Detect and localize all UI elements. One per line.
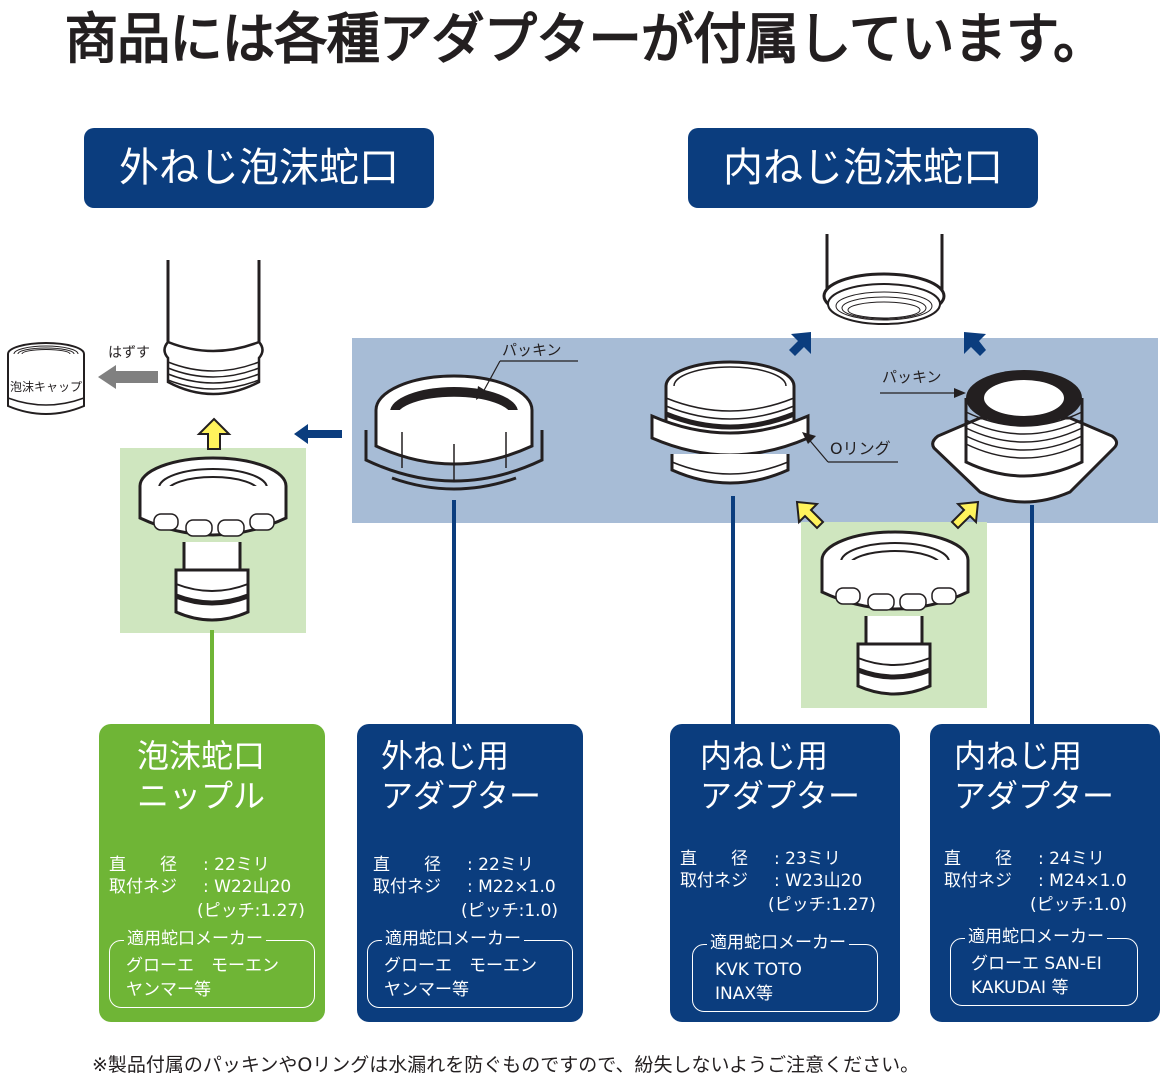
inner-faucet-illustration bbox=[822, 234, 946, 325]
connector-inner-adapter-24 bbox=[1030, 505, 1034, 726]
card-title-line2: アダプター bbox=[954, 777, 1115, 815]
diameter-value: : 22ミリ bbox=[467, 855, 534, 875]
card-title-line1: 内ねじ用 bbox=[954, 737, 1083, 775]
card-title-line1: 泡沫蛇口 bbox=[137, 737, 266, 775]
diameter-label: 直 径 bbox=[109, 855, 177, 875]
makers-label: 適用蛇口メーカー bbox=[382, 928, 524, 950]
makers-box: 適用蛇口メーカー KVK TOTO INAX等 bbox=[692, 932, 878, 1012]
outer-faucet-illustration bbox=[163, 260, 264, 396]
page-title: 商品には各種アダプターが付属しています。 bbox=[64, 7, 1107, 71]
diameter-row: 直 径 : 24ミリ bbox=[944, 848, 1105, 870]
arrow-up-right-icon bbox=[789, 332, 811, 356]
pitch-value: (ピッチ:1.27) bbox=[768, 895, 876, 915]
diameter-label: 直 径 bbox=[373, 855, 441, 875]
spec-card-inner-adapter-24: 内ねじ用 アダプター 直 径 : 24ミリ 取付ネジ : M24×1.0 (ピッチ:… bbox=[930, 724, 1160, 1022]
packing-pointer-inner bbox=[880, 388, 966, 398]
makers-line2: ヤンマー等 bbox=[126, 980, 211, 1000]
thread-value: : W22山20 bbox=[203, 877, 292, 897]
pitch-value: (ピッチ:1.0) bbox=[1030, 895, 1128, 915]
makers-line1: グローエ モーエン bbox=[384, 956, 537, 976]
inner-thread-adapter-23-illustration bbox=[650, 360, 810, 485]
makers-label: 適用蛇口メーカー bbox=[965, 926, 1107, 948]
thread-value: : M22×1.0 bbox=[467, 877, 556, 897]
makers-line1: グローエ SAN-EI bbox=[971, 954, 1102, 974]
thread-label: 取付ネジ bbox=[680, 871, 748, 891]
makers-box: 適用蛇口メーカー グローエ SAN-EI KAKUDAI 等 bbox=[950, 926, 1138, 1006]
remove-arrow-icon bbox=[98, 365, 158, 389]
makers-line2: INAX等 bbox=[715, 984, 774, 1004]
packing-label-inner: パッキン bbox=[882, 368, 942, 386]
card-title-line2: アダプター bbox=[700, 777, 861, 815]
inner-thread-adapter-24-illustration bbox=[931, 370, 1119, 504]
diameter-row: 直 径 : 23ミリ bbox=[680, 848, 841, 870]
card-title-line1: 外ねじ用 bbox=[381, 737, 510, 775]
makers-label: 適用蛇口メーカー bbox=[124, 928, 266, 950]
spec-card-outer-adapter: 外ねじ用 アダプター 直 径 : 22ミリ 取付ネジ : M22×1.0 (ピッチ:… bbox=[357, 724, 583, 1022]
connector-outer-adapter bbox=[452, 500, 456, 726]
o-ring-label: Oリング bbox=[830, 439, 891, 458]
spec-card-inner-adapter-23: 内ねじ用 アダプター 直 径 : 23ミリ 取付ネジ : W23山20 (ピッチ:1… bbox=[670, 724, 900, 1022]
diameter-value: : 22ミリ bbox=[203, 855, 270, 875]
thread-value: : M24×1.0 bbox=[1038, 871, 1127, 891]
diameter-row: 直 径 : 22ミリ bbox=[109, 854, 270, 876]
makers-label: 適用蛇口メーカー bbox=[707, 932, 849, 954]
card-title-line2: ニップル bbox=[137, 777, 266, 815]
thread-row: 取付ネジ : W23山20 bbox=[680, 870, 862, 892]
nipple-illustration bbox=[138, 456, 288, 622]
diameter-row: 直 径 : 22ミリ bbox=[373, 854, 534, 876]
category-outer-thread-faucet: 外ねじ泡沫蛇口 bbox=[84, 128, 434, 208]
foam-cap-illustration bbox=[7, 342, 85, 415]
diameter-label: 直 径 bbox=[680, 849, 748, 869]
pitch-value: (ピッチ:1.0) bbox=[461, 901, 559, 921]
connector-nipple bbox=[210, 630, 214, 726]
foam-cap-label: 泡沫キャップ bbox=[10, 380, 83, 394]
makers-line2: KAKUDAI 等 bbox=[971, 978, 1069, 998]
card-title-line1: 内ねじ用 bbox=[700, 737, 829, 775]
packing-pointer-outer bbox=[476, 360, 578, 400]
arrow-up-left-icon bbox=[964, 332, 986, 356]
makers-box: 適用蛇口メーカー グローエ モーエン ヤンマー等 bbox=[367, 928, 573, 1008]
pitch-value: (ピッチ:1.27) bbox=[197, 901, 305, 921]
insert-arrow-up-right-icon bbox=[950, 500, 980, 530]
diameter-value: : 24ミリ bbox=[1038, 849, 1105, 869]
spec-card-nipple: 泡沫蛇口 ニップル 直 径 : 22ミリ 取付ネジ : W22山20 (ピッチ:1.… bbox=[99, 724, 325, 1022]
packing-label-outer: パッキン bbox=[502, 341, 562, 359]
thread-row: 取付ネジ : W22山20 bbox=[109, 876, 291, 898]
footnote: ※製品付属のパッキンやOリングは水漏れを防ぐものですので、紛失しないようご注意く… bbox=[92, 1054, 920, 1076]
makers-line2: ヤンマー等 bbox=[384, 980, 469, 1000]
insert-arrow-up-icon bbox=[196, 417, 232, 450]
arrow-left-icon bbox=[294, 424, 342, 444]
insert-arrow-up-left-icon bbox=[795, 500, 825, 530]
makers-box: 適用蛇口メーカー グローエ モーエン ヤンマー等 bbox=[109, 928, 315, 1008]
makers-line1: KVK TOTO bbox=[715, 960, 802, 980]
card-title-line2: アダプター bbox=[381, 777, 542, 815]
thread-label: 取付ネジ bbox=[944, 871, 1012, 891]
o-ring-pointer bbox=[802, 432, 898, 463]
diameter-label: 直 径 bbox=[944, 849, 1012, 869]
thread-row: 取付ネジ : M22×1.0 bbox=[373, 876, 556, 898]
thread-value: : W23山20 bbox=[774, 871, 863, 891]
remove-label: はずす bbox=[108, 345, 150, 361]
outer-thread-adapter-illustration bbox=[364, 374, 544, 491]
diameter-value: : 23ミリ bbox=[774, 849, 841, 869]
thread-row: 取付ネジ : M24×1.0 bbox=[944, 870, 1127, 892]
thread-label: 取付ネジ bbox=[109, 877, 177, 897]
makers-line1: グローエ モーエン bbox=[126, 956, 279, 976]
category-inner-thread-faucet: 内ねじ泡沫蛇口 bbox=[688, 128, 1038, 208]
nipple-illustration-right bbox=[820, 530, 970, 696]
thread-label: 取付ネジ bbox=[373, 877, 441, 897]
connector-inner-adapter-23 bbox=[731, 496, 735, 726]
